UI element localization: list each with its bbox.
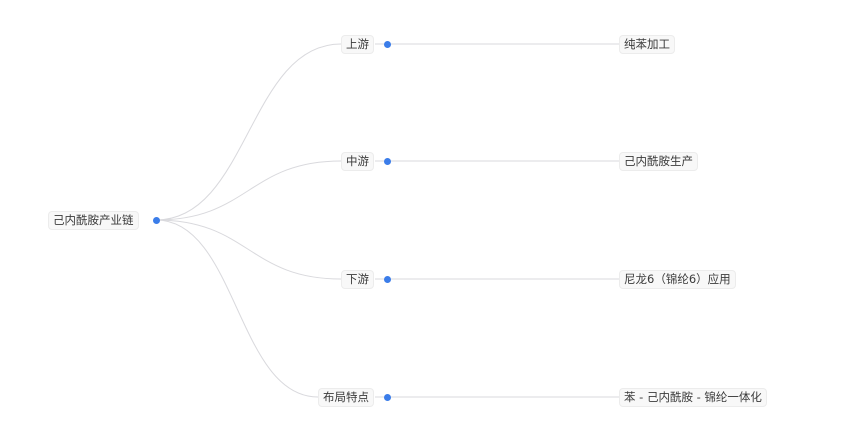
root-node-dot[interactable] (152, 216, 160, 224)
branch-dot[interactable] (383, 40, 391, 48)
branch-dot[interactable] (383, 275, 391, 283)
leaf-label[interactable]: 己内酰胺生产 (619, 151, 698, 171)
branch-label[interactable]: 布局特点 (318, 387, 374, 407)
leaf-label[interactable]: 纯苯加工 (619, 34, 675, 54)
branch-dot[interactable] (383, 393, 391, 401)
branch-label[interactable]: 中游 (341, 151, 374, 171)
branch-label[interactable]: 上游 (341, 34, 374, 54)
root-node-label[interactable]: 己内酰胺产业链 (48, 211, 139, 230)
leaf-label[interactable]: 尼龙6（锦纶6）应用 (619, 269, 736, 289)
branch-dot[interactable] (383, 157, 391, 165)
leaf-label[interactable]: 苯 - 己内酰胺 - 锦纶一体化 (619, 387, 767, 407)
branch-label[interactable]: 下游 (341, 269, 374, 289)
